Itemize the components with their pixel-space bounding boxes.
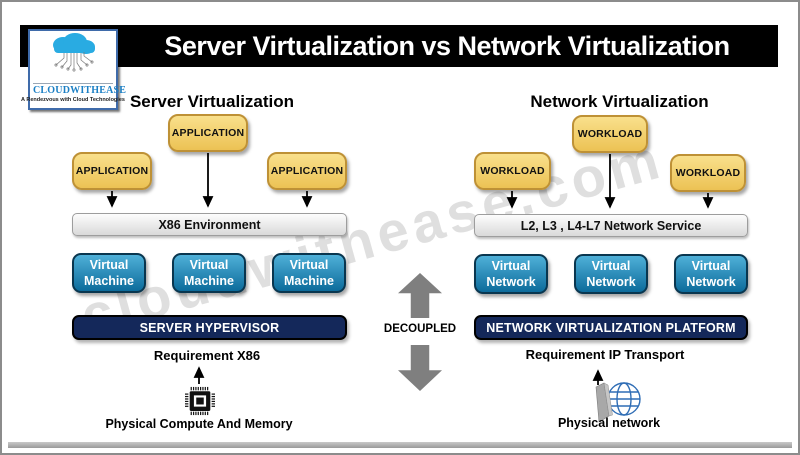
virtual-machine-box: Virtual Machine [172,253,246,293]
block-arrow-up-icon [398,273,442,318]
x86-environment-bar: X86 Environment [72,213,347,236]
network-service-bar: L2, L3 , L4-L7 Network Service [474,214,748,237]
physical-compute-label: Physical Compute And Memory [105,417,293,431]
virtual-network-box: Virtual Network [474,254,548,294]
virtual-machine-box: Virtual Machine [272,253,346,293]
virtual-machine-box: Virtual Machine [72,253,146,293]
network-virtualization-platform-bar: NETWORK VIRTUALIZATION PLATFORM [474,315,748,340]
requirement-x86-label: Requirement X86 [153,348,261,363]
requirement-ip-transport-label: Requirement IP Transport [525,347,685,362]
network-virtualization-heading: Network Virtualization [530,92,709,111]
page-title: Server Virtualization vs Network Virtual… [164,30,730,61]
logo-tagline: A Rendezvous with Cloud Technologies [21,97,125,103]
globe-wall-icon [582,380,646,429]
workload-box: WORKLOAD [474,152,551,190]
brand-logo: CLOUDWITHEASE A Rendezvous with Cloud Te… [21,29,127,110]
frame-bottom-band [8,442,792,448]
application-box: APPLICATION [267,152,347,190]
title-bar: Server Virtualization vs Network Virtual… [20,25,778,67]
virtual-network-box: Virtual Network [574,254,648,294]
decoupled-label: DECOUPLED [383,323,457,335]
cloud-circuit-icon [43,31,103,82]
workload-box: WORKLOAD [670,154,746,192]
application-box: APPLICATION [72,152,152,190]
virtual-network-box: Virtual Network [674,254,748,294]
cpu-chip-icon [184,386,216,421]
logo-brand-text: CLOUDWITHEASE [33,83,127,96]
server-virtualization-heading: Server Virtualization [129,92,295,111]
workload-box: WORKLOAD [572,115,648,153]
server-hypervisor-bar: SERVER HYPERVISOR [72,315,347,340]
block-arrow-down-icon [398,345,442,391]
physical-network-label: Physical network [557,416,661,430]
application-box: APPLICATION [168,114,248,152]
